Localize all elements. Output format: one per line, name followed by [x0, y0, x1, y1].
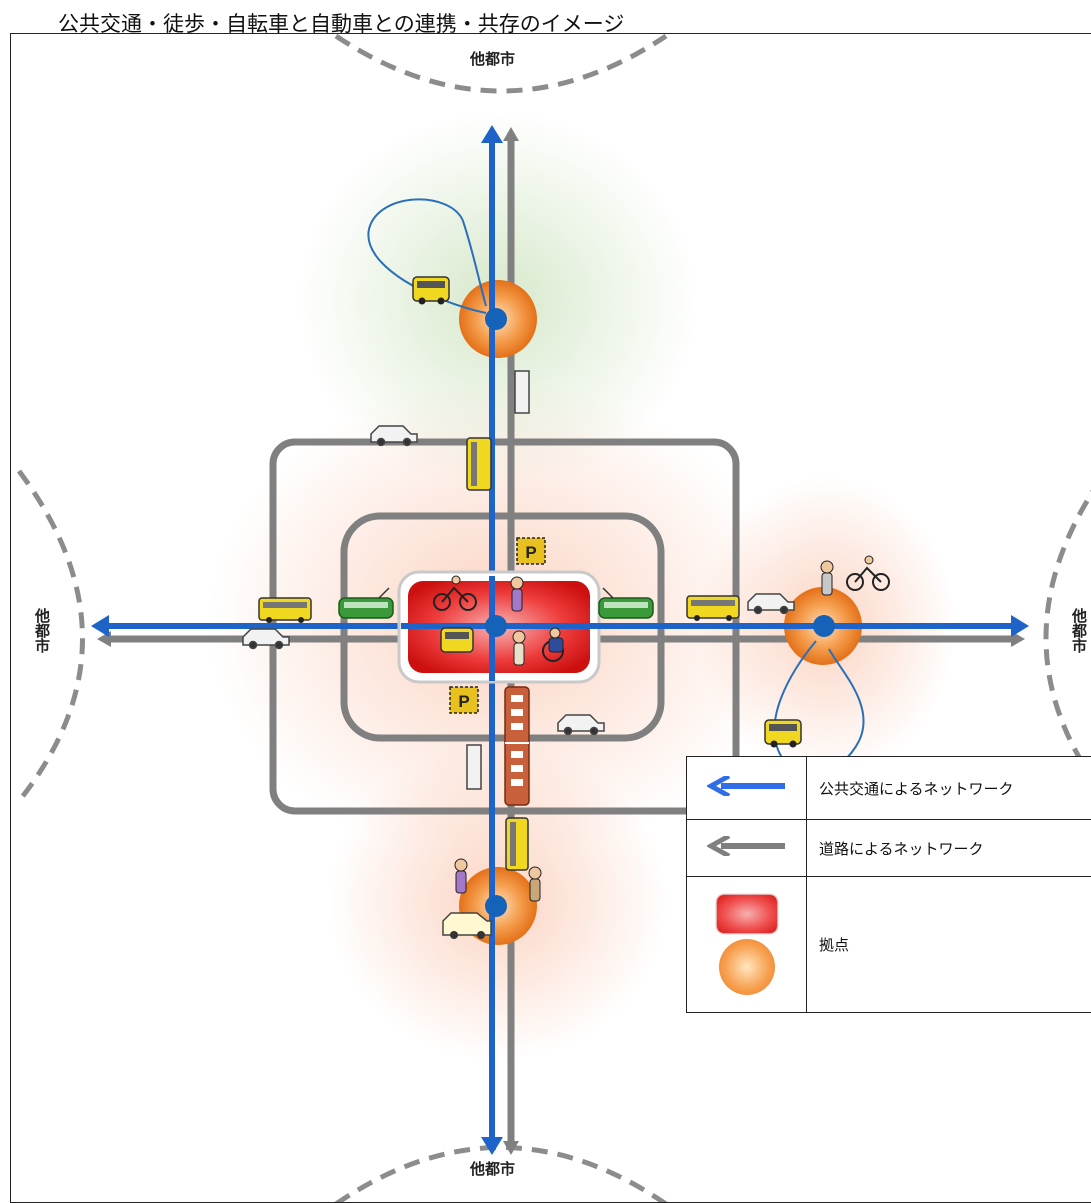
legend-row: 道路によるネットワーク: [687, 820, 1091, 877]
legend-row: 公共交通によるネットワーク: [687, 757, 1091, 820]
legend-symbol: [687, 820, 807, 877]
parking-sign: P: [450, 687, 478, 713]
legend-symbol: [687, 757, 807, 820]
parking-label: P: [458, 692, 469, 711]
gray-arrow-icon: [707, 836, 787, 856]
central-hub-icon: [717, 895, 777, 933]
pedestrian-icon: [455, 859, 467, 893]
bus-icon: [259, 598, 311, 623]
pedestrian-icon: [529, 867, 541, 901]
legend-row: 拠点: [687, 877, 1091, 1013]
legend-symbol: [687, 877, 807, 1013]
city-label-bottom: 他都市: [470, 1158, 515, 1179]
diagram-frame: P P: [10, 33, 1091, 1203]
pedestrian-icon: [821, 561, 833, 595]
blue-arrow-icon: [707, 776, 787, 796]
bus-icon: [467, 438, 491, 490]
city-label-right: 他都市: [1071, 608, 1086, 653]
legend: 公共交通によるネットワーク 道路によるネットワーク 拠点: [686, 756, 1091, 1013]
legend-label: 道路によるネットワーク: [807, 820, 1091, 877]
bus-icon: [765, 720, 801, 748]
bus-icon: [413, 277, 449, 305]
car-icon: [467, 745, 481, 789]
car-icon: [515, 371, 529, 413]
city-label-top: 他都市: [470, 48, 515, 69]
parking-label: P: [525, 543, 536, 562]
network-diagram: P P: [11, 34, 1091, 1203]
pedestrian-icon: [513, 631, 525, 665]
city-label-left: 他都市: [34, 608, 49, 653]
parking-sign: P: [517, 538, 545, 564]
bus-icon: [506, 818, 528, 870]
bus-icon: [687, 596, 739, 621]
legend-label: 拠点: [807, 877, 1091, 1013]
bus-icon: [441, 628, 473, 652]
legend-label: 公共交通によるネットワーク: [807, 757, 1091, 820]
train-icon: [505, 687, 529, 805]
pedestrian-icon: [511, 577, 523, 611]
sub-hub-icon: [719, 939, 775, 995]
